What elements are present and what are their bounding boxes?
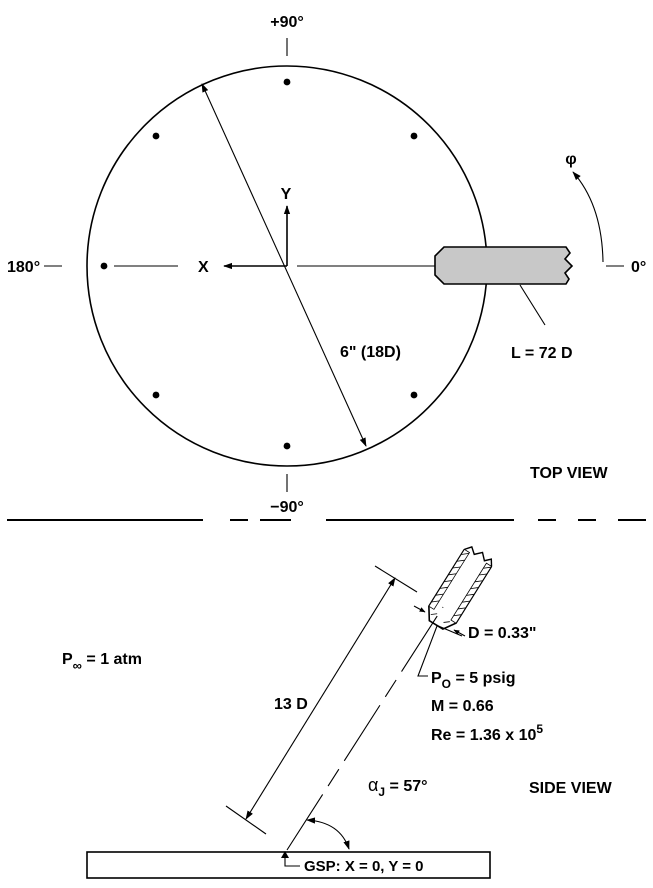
phi-rotation-arrow: [572, 171, 604, 263]
gsp-label: GSP: X = 0, Y = 0: [304, 858, 424, 875]
top-view-label: TOP VIEW: [530, 465, 609, 482]
standoff-extension-bottom: [225, 805, 267, 835]
angle-label-180: 180°: [7, 259, 40, 276]
jet-angle-arc: [306, 817, 350, 850]
radius-dimension-arrow: [201, 83, 367, 447]
mach-number-label: M = 0.66: [431, 698, 494, 715]
top-view: +90° −90° 180° 0° Y X φ 6" (18D) L = 72 …: [7, 14, 646, 516]
tap-dot: [100, 262, 108, 270]
reynolds-number-label: Re = 1.36 x 105: [431, 722, 543, 744]
standoff-label: 13 D: [274, 696, 308, 713]
angle-label-0: 0°: [631, 259, 646, 276]
standoff-dimension-arrow: [245, 577, 396, 820]
ambient-pressure-label: P∞ = 1 atm: [62, 651, 142, 673]
angle-label-minus-90: −90°: [270, 499, 304, 516]
tap-dot: [152, 391, 160, 399]
nozzle-side: [428, 546, 493, 631]
diameter-tick-arrow-2: [453, 629, 466, 637]
standoff-extension-top: [374, 565, 418, 593]
angle-label-plus-90: +90°: [270, 14, 304, 31]
diameter-leader: [435, 624, 463, 637]
nozzle-diameter-label: D = 0.33": [468, 625, 537, 642]
ground-plate: [86, 851, 491, 879]
tap-dot: [283, 442, 291, 450]
diameter-tick-arrow-1: [413, 605, 426, 613]
y-axis-label: Y: [281, 186, 292, 203]
tap-dot: [410, 132, 418, 140]
jet-centerline: [286, 606, 444, 851]
radius-label: 6" (18D): [340, 344, 401, 361]
tap-dot: [410, 391, 418, 399]
tap-dot: [283, 78, 291, 86]
nozzle-length-label: L = 72 D: [511, 345, 573, 362]
po-leader: [417, 625, 438, 677]
nozzle-body: [434, 246, 574, 285]
phi-label: φ: [565, 151, 576, 168]
x-axis-label: X: [198, 259, 209, 276]
length-leader: [519, 284, 546, 326]
side-view: P∞ = 1 atm 13 D D = 0.33" PO = 5 psig M …: [62, 546, 613, 879]
supply-pressure-label: PO = 5 psig: [431, 670, 515, 691]
side-view-label: SIDE VIEW: [529, 780, 613, 797]
jet-angle-label: αJ = 57°: [368, 775, 428, 799]
tap-dot: [152, 132, 160, 140]
